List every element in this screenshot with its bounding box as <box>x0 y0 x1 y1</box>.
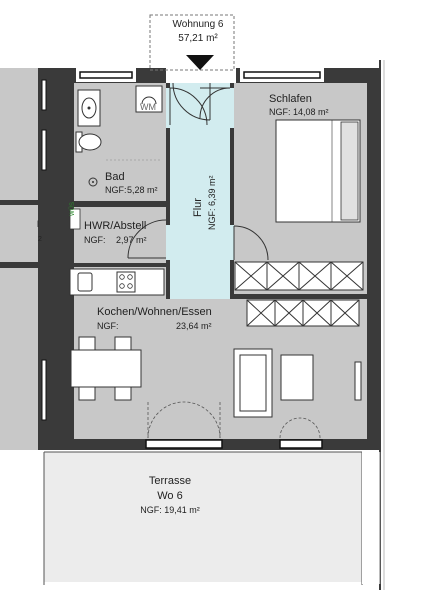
window-top-right <box>240 68 324 82</box>
sofa <box>233 348 273 418</box>
wm-label: WM <box>140 102 156 112</box>
ngf-area-kochen: 23,64 m² <box>176 321 212 331</box>
entrance <box>149 14 236 83</box>
window-top-left <box>76 68 136 82</box>
ngf-terrasse: NGF: 19,41 m² <box>140 505 200 515</box>
ngf-label-hwr: NGF: <box>84 235 106 245</box>
bathroom-fixtures <box>75 85 163 187</box>
room-name-kochen: Kochen/Wohnen/Essen <box>97 306 212 318</box>
door-hwr <box>127 219 167 259</box>
wus-box <box>69 208 81 230</box>
ngf-schlafen: NGF: 14,08 m² <box>269 107 329 117</box>
door-entrance <box>172 82 211 121</box>
ngf-area-bad: 5,28 m² <box>127 185 158 195</box>
ngf-flur: NGF: 6,39 m² <box>207 175 217 230</box>
dining-table <box>70 336 142 401</box>
wardrobe-schlafen <box>234 261 364 291</box>
exterior-right <box>380 55 424 455</box>
room-hwr <box>69 207 166 263</box>
wardrobe-living <box>246 299 360 327</box>
terrasse-sub: Wo 6 <box>157 490 183 502</box>
terrace-doors <box>147 401 321 439</box>
room-name-flur: Flur <box>192 198 204 217</box>
door-bad <box>169 87 208 126</box>
door-flur-right <box>233 225 269 261</box>
room-name-terrasse: Terrasse <box>148 475 192 487</box>
wus-label: WÜS <box>70 202 76 216</box>
terrace <box>44 452 362 582</box>
room-name-bad: Bad <box>105 171 125 183</box>
ngf-label-kochen: NGF: <box>97 321 119 331</box>
neighbor-label-top: l <box>37 219 39 229</box>
neighbor-label-sub: 2 <box>38 236 42 243</box>
entrance-arrow-icon <box>186 55 214 70</box>
room-name-schlafen: Schlafen <box>269 93 312 105</box>
ngf-label-bad: NGF: <box>105 185 127 195</box>
bed <box>275 119 361 223</box>
unit-name: Wohnung 6 <box>172 19 224 30</box>
armchair <box>280 354 314 401</box>
unit-area: 57,21 m² <box>178 33 218 44</box>
ngf-area-hwr: 2,97 m² <box>116 235 147 245</box>
kitchen-counter <box>69 268 165 296</box>
terrace-door-frames <box>145 439 323 449</box>
door-schlafen <box>199 87 231 119</box>
room-name-hwr: HWR/Abstell <box>84 220 147 232</box>
